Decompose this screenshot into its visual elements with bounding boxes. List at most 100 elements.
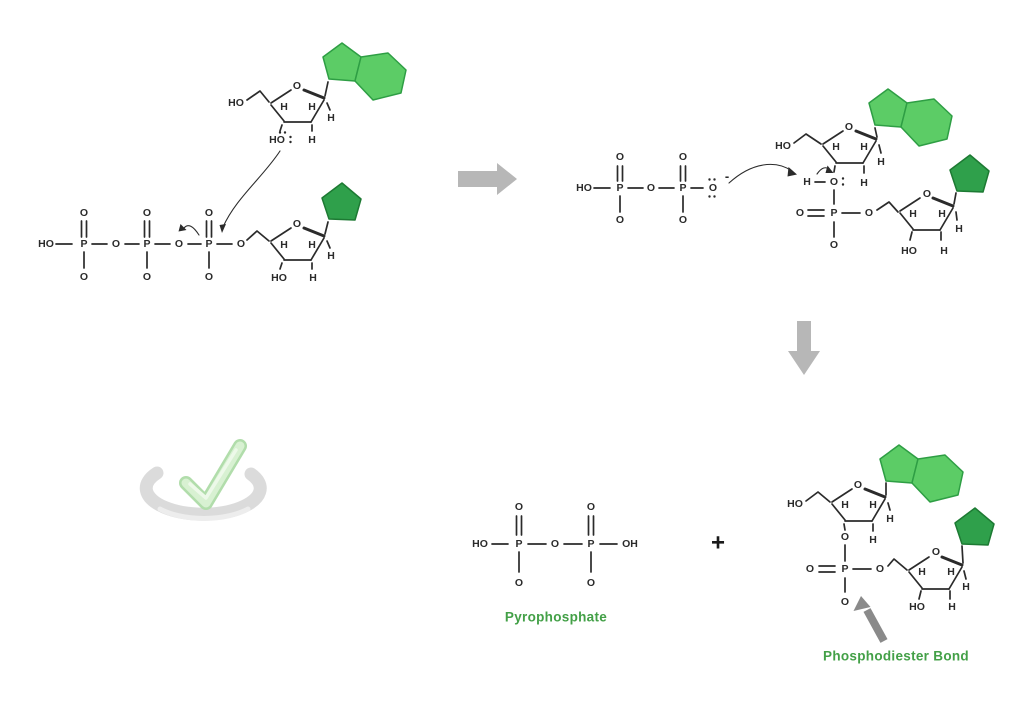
atom-label-o: O [237, 238, 245, 250]
atom-label-o: O [679, 214, 687, 226]
lone-pair-dots [841, 177, 845, 186]
atom-label-o: O [616, 214, 624, 226]
atom-label-o: O [876, 563, 884, 575]
atom-label-p: P [830, 207, 837, 219]
atom-label-: - [725, 169, 729, 184]
deoxyribose-ring [821, 129, 878, 165]
phosphodiester-pointer-arrow [853, 596, 888, 643]
atom-label-o: O [112, 238, 120, 250]
atom-label-o: O [551, 538, 559, 550]
atom-label-ho: HO [472, 538, 488, 550]
deoxyribose-ring [269, 88, 326, 124]
atom-label-o: O [796, 207, 804, 219]
atom-label-o: O [923, 188, 931, 200]
atom-label-h: H [832, 141, 840, 153]
step-arrow-right-icon [458, 163, 517, 195]
atom-label-h: H [877, 156, 885, 168]
atom-label-o: O [205, 271, 213, 283]
pyrimidine-base-icon [321, 182, 362, 221]
deoxyribose-ring [269, 226, 326, 262]
atom-label-o: O [80, 271, 88, 283]
electron-arrow [219, 150, 281, 233]
pyrimidine-base-icon [954, 507, 995, 546]
checkmark-watermark-icon [139, 439, 267, 521]
atom-label-o: O [932, 546, 940, 558]
phosphodiester-bond-label: Phosphodiester Bond [823, 649, 969, 664]
atom-label-h: H [962, 581, 970, 593]
atom-label-ho: HO [576, 182, 592, 194]
atom-label-h: H [886, 513, 894, 525]
electron-arrow [816, 165, 834, 175]
atom-label-h: H [938, 208, 946, 220]
atom-label-o: O [587, 501, 595, 513]
atom-label-o: O [587, 577, 595, 589]
lone-pair-dots [708, 178, 716, 198]
atom-label-ho: HO [38, 238, 54, 250]
atom-label-o: O [854, 479, 862, 491]
atom-label-ho: HO [901, 245, 917, 257]
atom-label-p: P [616, 182, 623, 194]
atom-label-h: H [940, 245, 948, 257]
purine-base-icon [868, 88, 953, 147]
atom-label-h: H [280, 239, 288, 251]
atom-label-h: H [918, 566, 926, 578]
atom-label-o: O [865, 207, 873, 219]
atom-label-o: O [806, 563, 814, 575]
atom-label-o: O [679, 151, 687, 163]
atom-label-o: O [830, 176, 838, 188]
atom-label-h: H [327, 112, 335, 124]
atom-label-o: O [293, 80, 301, 92]
atom-label-ho: HO [787, 498, 803, 510]
atom-label-o: O [515, 501, 523, 513]
pyrophosphate-label: Pyrophosphate [505, 610, 607, 625]
atom-label-h: H [869, 534, 877, 546]
atom-label-h: H [860, 141, 868, 153]
atom-label-h: H [309, 272, 317, 284]
atom-label-oh: OH [622, 538, 638, 550]
atom-label-o: O [175, 238, 183, 250]
atom-label-ho: HO [909, 601, 925, 613]
atom-label-h: H [947, 566, 955, 578]
atom-label-p: P [205, 238, 212, 250]
atom-label-p: P [679, 182, 686, 194]
atom-label-h: H [280, 101, 288, 113]
deoxyribose-ring [830, 487, 887, 523]
atom-label-ho: HO [271, 272, 287, 284]
atom-label-ho: HO [775, 140, 791, 152]
atom-label-o: O [709, 182, 717, 194]
pyrimidine-base-icon [949, 154, 990, 193]
atom-label-h: H [308, 134, 316, 146]
atom-label-o: O [830, 239, 838, 251]
atom-label-ho: HO [228, 97, 244, 109]
atom-label-o: O [143, 271, 151, 283]
atom-label-h: H [308, 239, 316, 251]
atom-label-o: O [515, 577, 523, 589]
atom-label-h: H [803, 176, 811, 188]
atom-label-o: O [80, 207, 88, 219]
atom-label-p: P [841, 563, 848, 575]
electron-arrow [728, 164, 797, 184]
purine-base-icon [879, 444, 964, 503]
atom-label-o: O [205, 207, 213, 219]
atom-label-h: H [955, 223, 963, 235]
lone-pair-dots [278, 131, 292, 144]
atom-label-p: P [587, 538, 594, 550]
atom-label-h: H [948, 601, 956, 613]
step-arrow-down-icon [788, 321, 820, 375]
atom-label-o: O [647, 182, 655, 194]
electron-arrow [178, 224, 200, 236]
atom-label-o: O [845, 121, 853, 133]
atom-label-o: O [143, 207, 151, 219]
atom-label-o: O [841, 596, 849, 608]
atom-label-h: H [860, 177, 868, 189]
atom-label-o: O [841, 531, 849, 543]
atom-label-o: O [293, 218, 301, 230]
atom-label-h: H [327, 250, 335, 262]
atom-label-p: P [143, 238, 150, 250]
plus-sign: + [711, 530, 725, 557]
